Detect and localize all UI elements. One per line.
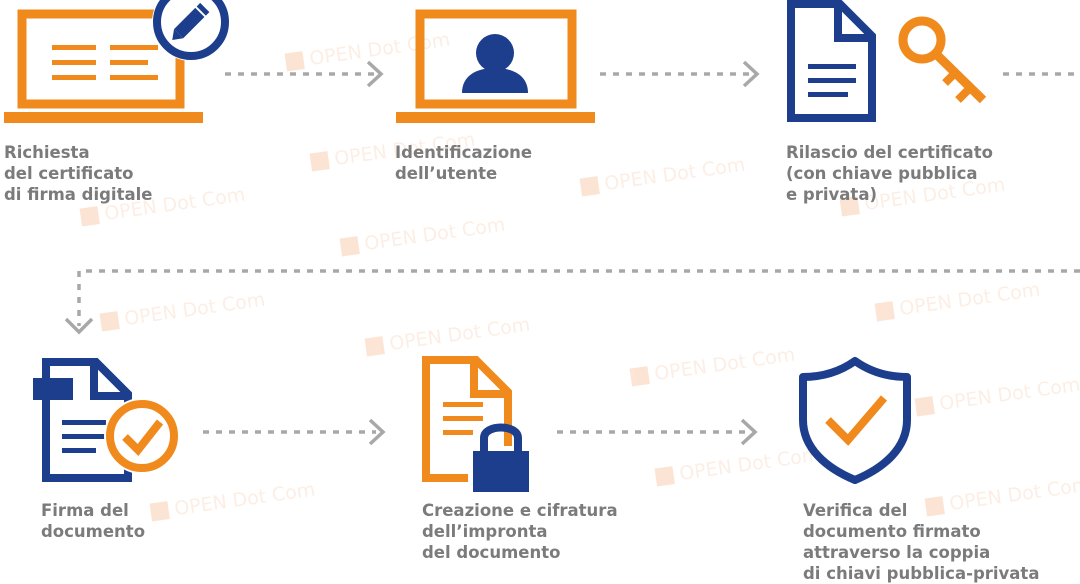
signature-process-diagram: OPEN Dot Com OPEN Dot Com OPEN Dot Com O… [4,0,1080,583]
diagram-graphics [4,0,1080,496]
laptop-user-icon [396,9,595,123]
flow-arrow [225,60,384,88]
laptop-edit-icon [4,0,230,123]
flow-arrow [203,418,386,446]
document-check-icon [33,358,180,482]
step-label-rilascio: Rilascio del certificato(con chiave pubb… [786,143,993,204]
shield-check-icon [799,357,911,484]
row-connector-arrow [64,269,1080,335]
flow-arrow [600,60,760,88]
document-lock-icon [422,356,534,496]
document-key-icon [787,0,987,122]
flow-arrow [557,418,758,446]
